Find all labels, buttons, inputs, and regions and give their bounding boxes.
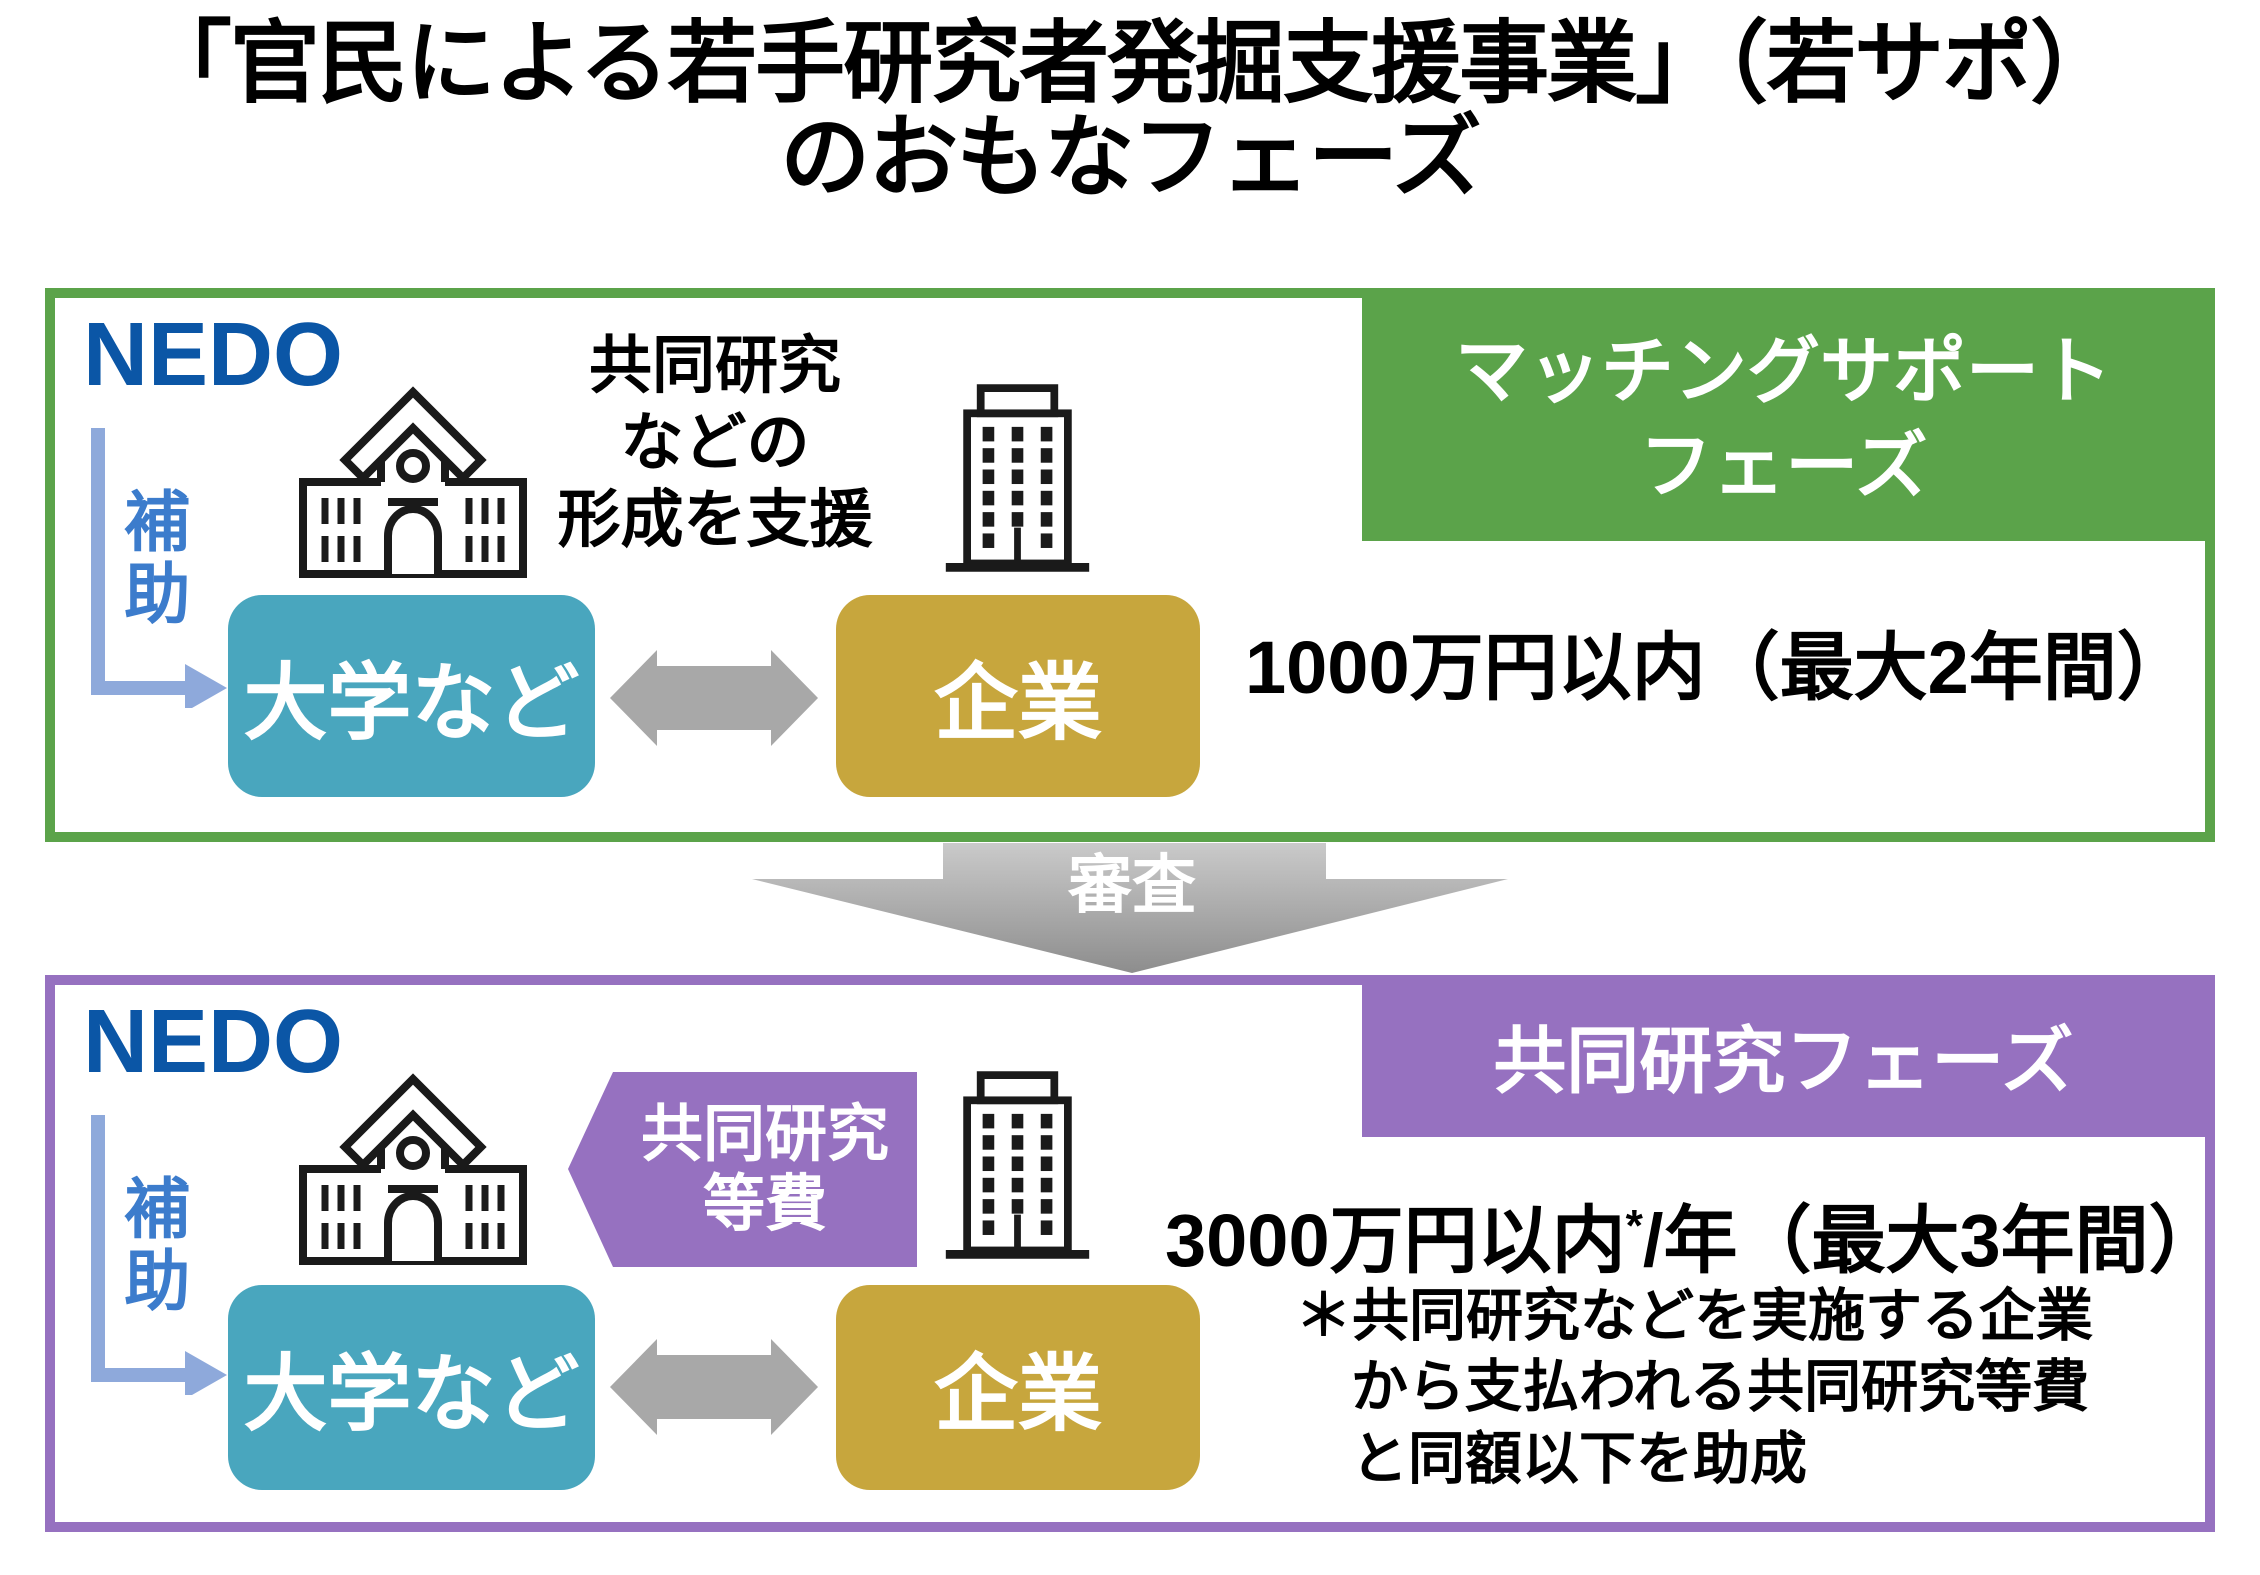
joint-research-phase-box: 共同研究フェーズ NEDO 補助: [45, 975, 2223, 1532]
office-building-icon: [945, 384, 1090, 572]
phase2-amount-suffix: /年（最大3年間）: [1642, 1199, 2223, 1282]
nedo-label: NEDO: [83, 992, 344, 1092]
page-title-line1: 「官民による若手研究者発掘支援事業」（若サポ）: [141, 14, 2120, 114]
fee-label: 共同研究 等費: [613, 1072, 917, 1267]
office-building-icon: [945, 1071, 1090, 1259]
page-title: 「官民による若手研究者発掘支援事業」（若サポ） のおもなフェーズ: [0, 14, 2260, 208]
support-note: 共同研究 などの 形成を支援: [505, 328, 925, 559]
company-box: 企業: [836, 1285, 1200, 1490]
review-down-arrow-icon: [752, 843, 1508, 973]
school-building-icon: [299, 386, 527, 578]
phase2-footnote: ＊共同研究などを実施する企業 から支払われる共同研究等費 と同額以下を助成: [1295, 1281, 2093, 1495]
company-label: 企業: [933, 1347, 1102, 1441]
university-label: 大学など: [243, 655, 580, 750]
phase1-header: マッチングサポート フェーズ: [1362, 298, 2205, 541]
footnote-line2: から支払われる共同研究等費: [1351, 1355, 2090, 1420]
fee-label-line1: 共同研究: [640, 1100, 889, 1170]
university-box: 大学など: [228, 595, 595, 797]
fee-left-arrow-shape: [568, 1072, 917, 1267]
footnote-line1: ＊共同研究などを実施する企業: [1295, 1284, 2093, 1348]
fee-label-line2: 等費: [702, 1169, 827, 1239]
double-headed-arrow-icon: [610, 1339, 818, 1435]
matching-support-phase-box: マッチングサポート フェーズ NEDO 補助: [45, 288, 2215, 842]
phase1-amount: 1000万円以内（最大2年間）: [1245, 626, 2191, 709]
double-headed-arrow-icon: [610, 650, 818, 746]
phase2-amount-asterisk: *: [1625, 1201, 1643, 1251]
page-title-line2: のおもなフェーズ: [780, 107, 1482, 208]
company-box: 企業: [836, 595, 1200, 797]
phase2-header: 共同研究フェーズ: [1362, 985, 2205, 1137]
subsidy-elbow-arrow-icon: [91, 428, 227, 708]
support-note-line2: などの: [620, 407, 810, 478]
support-note-line1: 共同研究: [589, 331, 841, 401]
university-box: 大学など: [228, 1285, 595, 1490]
nedo-label: NEDO: [83, 305, 344, 405]
phase2-header-line1: 共同研究フェーズ: [1493, 1020, 2074, 1102]
phase1-header-line2: フェーズ: [1639, 425, 1928, 507]
subsidy-elbow-arrow-icon: [91, 1115, 227, 1395]
review-label: 審査: [1068, 849, 1196, 921]
school-building-icon: [299, 1073, 527, 1265]
footnote-line3: と同額以下を助成: [1351, 1426, 1807, 1491]
support-note-line3: 形成を支援: [557, 484, 873, 555]
phase1-header-line1: マッチングサポート: [1455, 330, 2112, 412]
subsidy-label: 補助: [115, 1174, 190, 1318]
phase2-amount: 3000万円以内*/年（最大3年間）: [1165, 1181, 2223, 1288]
company-label: 企業: [933, 655, 1102, 750]
phase2-amount-prefix: 3000万円以内: [1165, 1199, 1626, 1282]
subsidy-label: 補助: [115, 487, 190, 631]
university-label: 大学など: [243, 1347, 580, 1441]
